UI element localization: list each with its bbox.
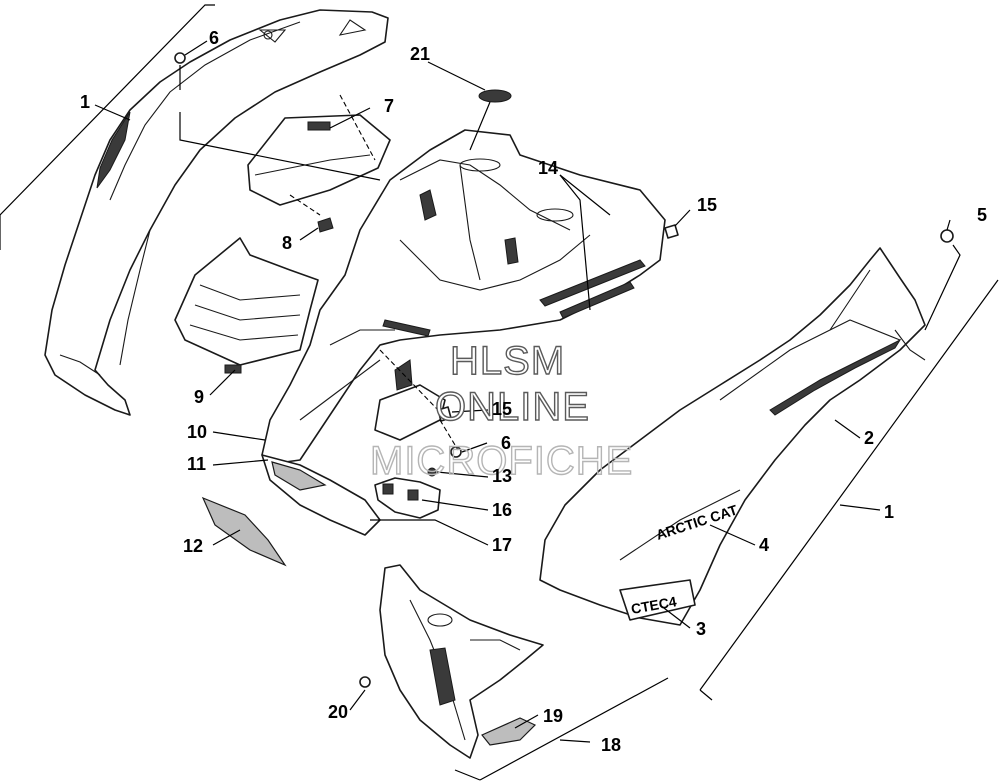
callout-8: 8 <box>282 233 292 253</box>
left-side-panel <box>44 9 389 416</box>
screw-6-top <box>174 52 186 64</box>
screw-5 <box>940 229 954 243</box>
bellypan-part-18 <box>379 564 544 759</box>
clip-15-top <box>664 224 679 239</box>
callout-15b: 15 <box>492 399 512 419</box>
callout-labels: 1 6 21 7 14 15 5 8 9 15 10 6 2 11 13 16 … <box>80 28 987 755</box>
clip-15-mid <box>437 406 452 422</box>
watermark: HLSM ONLINE MICROFICHE <box>369 338 633 483</box>
callout-19: 19 <box>543 706 563 726</box>
callout-1a: 1 <box>80 92 90 112</box>
cap-part-21 <box>478 89 512 103</box>
callout-14: 14 <box>538 158 558 178</box>
callout-17: 17 <box>492 535 512 555</box>
mesh-grille-part-12 <box>201 496 287 567</box>
callout-3: 3 <box>696 619 706 639</box>
watermark-line-1: HLSM <box>450 339 565 383</box>
callout-7: 7 <box>384 96 394 116</box>
callout-20: 20 <box>328 702 348 722</box>
main-hood <box>261 129 666 464</box>
leader-lines <box>0 4 999 781</box>
callout-4: 4 <box>759 535 769 555</box>
callout-13: 13 <box>492 466 512 486</box>
callout-2: 2 <box>864 428 874 448</box>
screw-20 <box>359 676 371 688</box>
watermark-line-2: ONLINE <box>435 385 590 429</box>
callout-6a: 6 <box>209 28 219 48</box>
decal-part-19 <box>481 717 537 746</box>
watermark-line-3: MICROFICHE <box>370 439 633 483</box>
callout-16: 16 <box>492 500 512 520</box>
clip-part-8 <box>317 217 334 233</box>
ctec4-decal: CTEC4 <box>630 593 678 617</box>
callout-5: 5 <box>977 205 987 225</box>
fasteners <box>174 52 954 688</box>
callout-21: 21 <box>410 44 430 64</box>
screw-6-mid <box>450 446 462 458</box>
right-side-panel: CTEC4 ARCTIC CAT <box>539 247 926 626</box>
callout-1b: 1 <box>884 502 894 522</box>
callout-18: 18 <box>601 735 621 755</box>
callout-12: 12 <box>183 536 203 556</box>
callout-6b: 6 <box>501 433 511 453</box>
vent-part-9 <box>174 237 319 374</box>
ctec4-decal-shape <box>619 579 696 621</box>
callout-11: 11 <box>187 454 206 474</box>
panel-part-7 <box>247 114 391 206</box>
callout-15a: 15 <box>697 195 717 215</box>
callout-9: 9 <box>194 387 204 407</box>
callout-10: 10 <box>187 422 207 442</box>
nut-13 <box>427 467 437 477</box>
bracket-part-16 <box>374 477 441 519</box>
